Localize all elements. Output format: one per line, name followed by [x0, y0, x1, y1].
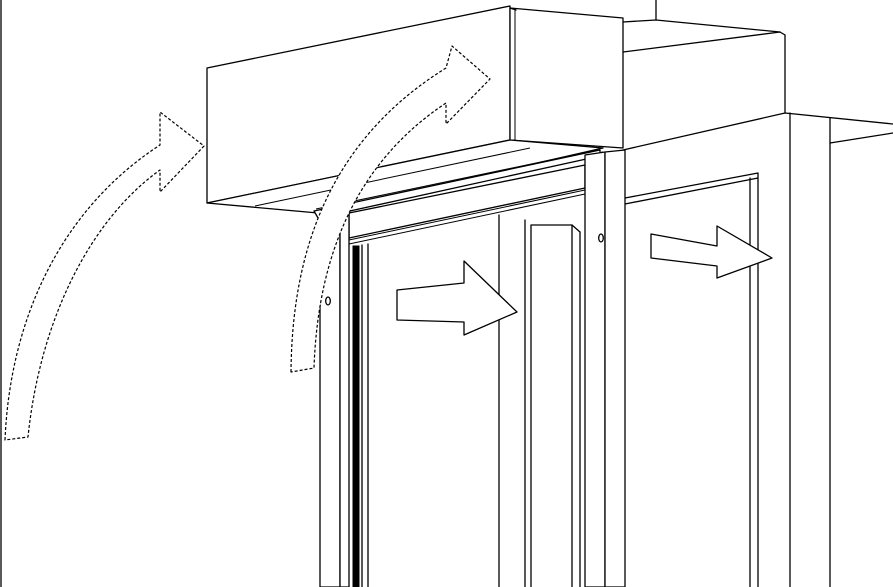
horizontal-airflow-arrow-door: [396, 260, 518, 336]
screw-left: [325, 296, 331, 306]
screw-right: [598, 233, 604, 243]
curved-airflow-arrow-left: [4, 111, 205, 441]
right-door-panel: [624, 172, 759, 587]
door-seal-strip: [352, 245, 360, 587]
inner-door-panels: [498, 214, 581, 587]
door-frame: [319, 149, 626, 587]
unit-side-panel: [509, 7, 624, 149]
ceiling-structure: [622, 0, 893, 587]
air-curtain-unit: [206, 5, 624, 219]
horizontal-airflow-arrow-right: [650, 225, 773, 279]
curved-airflow-arrow-center: [290, 45, 491, 373]
